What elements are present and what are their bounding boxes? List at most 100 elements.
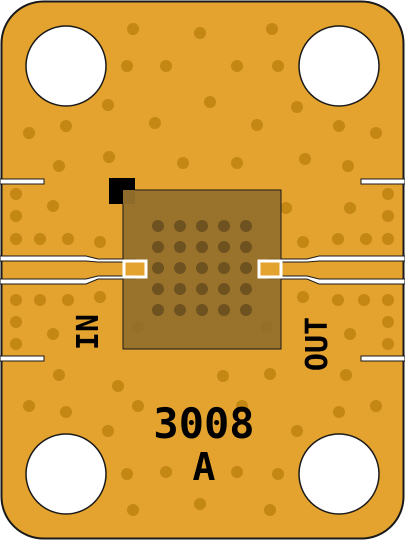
ground-via bbox=[23, 400, 35, 412]
ground-via bbox=[10, 188, 22, 200]
ground-via bbox=[121, 60, 133, 72]
chip-thermal-via bbox=[240, 220, 252, 232]
revision-label: A bbox=[193, 445, 216, 489]
ground-via bbox=[10, 338, 22, 350]
ground-via bbox=[360, 233, 372, 245]
chip-thermal-vias bbox=[152, 220, 252, 316]
bond-pad-out bbox=[257, 259, 283, 279]
ground-via bbox=[62, 233, 74, 245]
ground-via bbox=[291, 425, 303, 437]
ground-via bbox=[272, 468, 284, 480]
ground-via bbox=[194, 498, 206, 510]
mounting-holes bbox=[25, 25, 380, 515]
ground-via bbox=[53, 369, 65, 381]
ground-via bbox=[344, 202, 356, 214]
ground-via bbox=[266, 23, 278, 35]
ground-via bbox=[149, 117, 161, 129]
ground-via bbox=[127, 504, 139, 516]
ground-via bbox=[102, 425, 114, 437]
ground-via bbox=[132, 400, 144, 412]
part-number-label: 3008 bbox=[153, 399, 254, 448]
ground-via bbox=[94, 291, 106, 303]
ground-via bbox=[382, 188, 394, 200]
ground-via bbox=[194, 27, 206, 39]
ground-via bbox=[342, 160, 354, 172]
gap-left-top bbox=[0, 178, 45, 185]
ground-via bbox=[112, 380, 124, 392]
bond-pad-in bbox=[122, 259, 148, 279]
ground-via bbox=[272, 60, 284, 72]
chip-thermal-via bbox=[152, 283, 164, 295]
chip-thermal-via bbox=[218, 241, 230, 253]
gap-right-bottom bbox=[360, 355, 405, 362]
pin1-marker-notch bbox=[123, 190, 135, 204]
ground-via bbox=[264, 368, 276, 380]
ground-via bbox=[10, 233, 22, 245]
ground-via bbox=[236, 400, 248, 412]
chip-thermal-via bbox=[240, 283, 252, 295]
mounting-hole-top-left bbox=[25, 25, 107, 107]
ground-via bbox=[160, 466, 172, 478]
ground-via bbox=[10, 294, 22, 306]
chip-thermal-via bbox=[152, 304, 164, 316]
port-in-label: IN bbox=[71, 314, 106, 350]
chip-thermal-via bbox=[174, 220, 186, 232]
chip-thermal-via bbox=[174, 304, 186, 316]
ground-via bbox=[333, 120, 345, 132]
rf-line-clearance bbox=[0, 255, 405, 285]
ground-via bbox=[264, 504, 276, 516]
gap-right-top bbox=[360, 178, 405, 185]
ground-via bbox=[382, 338, 394, 350]
ground-via bbox=[34, 233, 46, 245]
chip-thermal-via bbox=[174, 283, 186, 295]
ground-via bbox=[160, 60, 172, 72]
ground-via bbox=[370, 127, 382, 139]
ground-via bbox=[332, 233, 344, 245]
ground-via bbox=[231, 466, 243, 478]
ground-via bbox=[333, 406, 345, 418]
ground-via bbox=[60, 406, 72, 418]
ground-via bbox=[62, 294, 74, 306]
ground-via bbox=[47, 200, 59, 212]
ground-via bbox=[358, 294, 370, 306]
ground-via bbox=[10, 316, 22, 328]
chip-thermal-via bbox=[196, 283, 208, 295]
ground-via bbox=[251, 119, 263, 131]
mounting-hole-bottom-left bbox=[25, 433, 107, 515]
ground-via bbox=[382, 294, 394, 306]
chip-thermal-via bbox=[152, 220, 164, 232]
chip-thermal-via bbox=[240, 241, 252, 253]
ground-via bbox=[204, 96, 216, 108]
chip-thermal-via bbox=[174, 262, 186, 274]
ground-via bbox=[297, 236, 309, 248]
ground-via bbox=[10, 210, 22, 222]
ground-via bbox=[127, 23, 139, 35]
chip-thermal-via bbox=[196, 241, 208, 253]
ground-via bbox=[231, 157, 243, 169]
ground-via bbox=[53, 160, 65, 172]
ground-vias bbox=[10, 23, 394, 516]
bond-pads bbox=[122, 259, 283, 279]
ground-via bbox=[23, 127, 35, 139]
chip-thermal-via bbox=[196, 262, 208, 274]
chip-thermal-via bbox=[196, 220, 208, 232]
chip-thermal-via bbox=[174, 241, 186, 253]
chip-thermal-via bbox=[218, 283, 230, 295]
ground-via bbox=[231, 60, 243, 72]
ground-via bbox=[280, 202, 292, 214]
ground-clearance bbox=[0, 178, 405, 362]
chip-thermal-via bbox=[196, 304, 208, 316]
mounting-hole-bottom-right bbox=[298, 433, 380, 515]
ground-via bbox=[121, 468, 133, 480]
ground-via bbox=[382, 316, 394, 328]
ground-via bbox=[297, 291, 309, 303]
ground-via bbox=[299, 153, 311, 165]
ground-via bbox=[370, 400, 382, 412]
ground-via bbox=[291, 101, 303, 113]
ground-via bbox=[344, 328, 356, 340]
chip-thermal-via bbox=[240, 304, 252, 316]
gap-left-bottom bbox=[0, 355, 45, 362]
mounting-hole-top-right bbox=[298, 25, 380, 107]
ground-via bbox=[382, 210, 394, 222]
